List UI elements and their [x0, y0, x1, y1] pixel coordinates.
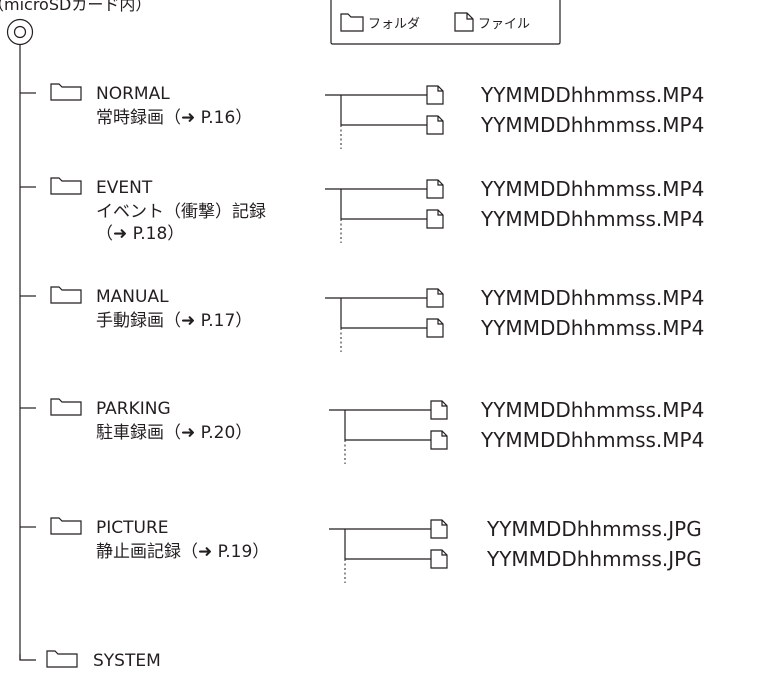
folder-name: NORMAL — [96, 84, 170, 104]
folder-picture[interactable]: PICTURE 静止画記録（➜ P.19） YYMMDDhhmmss.JPG YYMM… — [20, 517, 702, 583]
file-icon — [426, 288, 444, 308]
folder-description: イベント（衝撃）記録 — [96, 202, 266, 222]
file-icon — [426, 209, 444, 229]
file-icon — [426, 115, 444, 135]
folder-name: PICTURE — [96, 518, 169, 538]
file-connector — [325, 94, 427, 149]
file-connector — [329, 409, 431, 464]
folder-icon — [50, 83, 82, 101]
folder-system[interactable]: SYSTEM — [19, 650, 161, 671]
root-drive-icon — [6, 18, 34, 46]
file-icon — [426, 179, 444, 199]
file-name[interactable]: YYMMDDhhmmss.MP4 — [480, 398, 704, 422]
file-icon — [430, 549, 448, 569]
folder-icon — [50, 398, 82, 416]
folder-name: MANUAL — [96, 287, 169, 307]
file-icon — [426, 318, 444, 338]
folder-description: 静止画記録（➜ P.19） — [96, 542, 269, 562]
folder-description: 駐車録画（➜ P.20） — [96, 423, 252, 443]
file-name[interactable]: YYMMDDhhmmss.MP4 — [480, 83, 704, 107]
folder-description: 手動録画（➜ P.17） — [96, 311, 252, 331]
file-icon — [430, 519, 448, 539]
file-name[interactable]: YYMMDDhhmmss.MP4 — [480, 113, 704, 137]
folder-icon — [46, 650, 78, 668]
folder-description: （➜ P.18） — [96, 224, 184, 244]
legend-file-icon — [454, 12, 474, 32]
file-name[interactable]: YYMMDDhhmmss.MP4 — [480, 428, 704, 452]
file-name[interactable]: YYMMDDhhmmss.MP4 — [480, 177, 704, 201]
file-connector — [325, 297, 427, 352]
file-connector — [325, 188, 427, 243]
legend-folder-label: フォルダ — [368, 17, 420, 32]
file-connector — [329, 528, 431, 583]
file-icon — [430, 400, 448, 420]
file-name[interactable]: YYMMDDhhmmss.JPG — [486, 517, 702, 541]
folder-name: EVENT — [96, 178, 153, 198]
file-name[interactable]: YYMMDDhhmmss.MP4 — [480, 286, 704, 310]
folder-name: SYSTEM — [93, 651, 161, 671]
folder-icon — [50, 517, 82, 535]
file-name[interactable]: YYMMDDhhmmss.MP4 — [480, 207, 704, 231]
legend-file-label: ファイル — [478, 17, 530, 32]
file-icon — [426, 85, 444, 105]
file-icon — [430, 430, 448, 450]
file-name[interactable]: YYMMDDhhmmss.MP4 — [480, 316, 704, 340]
folder-icon — [50, 286, 82, 304]
branch-line — [19, 654, 36, 661]
legend-folder-icon — [340, 13, 364, 32]
folder-description: 常時録画（➜ P.16） — [96, 108, 252, 128]
root-label: ルート（microSDカード内） — [0, 0, 151, 14]
legend-box — [330, 0, 561, 45]
folder-name: PARKING — [96, 399, 171, 419]
file-name[interactable]: YYMMDDhhmmss.JPG — [486, 547, 702, 571]
folder-icon — [50, 177, 82, 195]
